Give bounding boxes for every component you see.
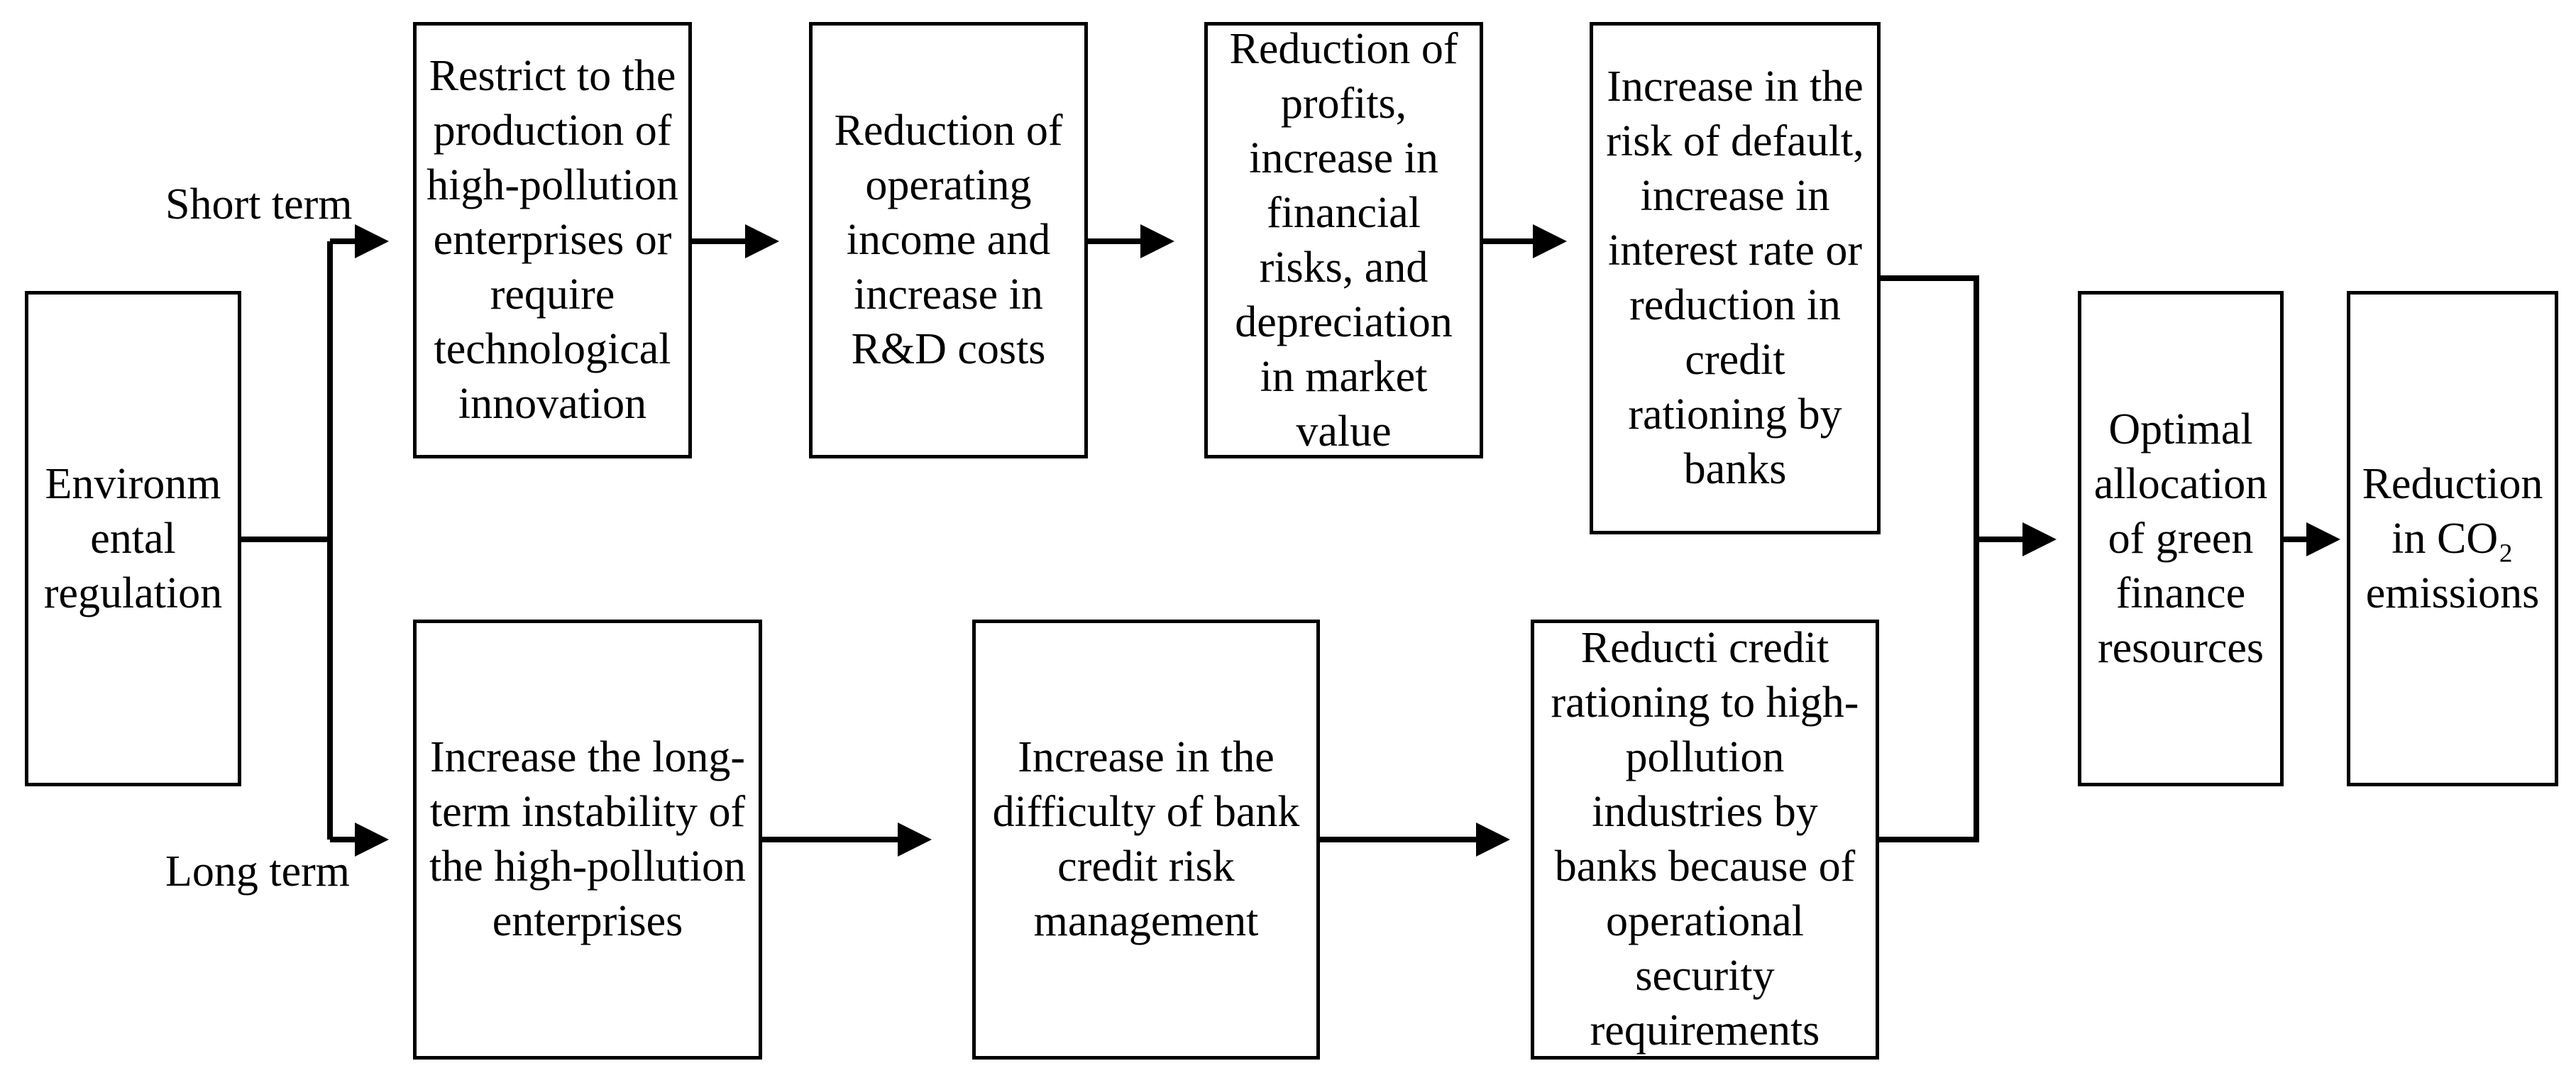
box-restrict-production-text: Restrict to the production of high-pollu…	[426, 52, 678, 428]
box-environmental-regulation: Environm ental regulation	[25, 291, 241, 786]
box-credit-risk-management-text: Increase in the difficulty of bank credi…	[992, 733, 1300, 945]
box-credit-risk-management: Increase in the difficulty of bank credi…	[972, 620, 1320, 1060]
merge-top-line	[1881, 275, 1979, 539]
box-reduce-profits-text: Reduction of profits, increase in financ…	[1229, 24, 1458, 456]
box-optimal-allocation: Optimal allocation of green finance reso…	[2078, 291, 2284, 786]
box-default-risk: Increase in the risk of default, increas…	[1590, 22, 1881, 534]
box-reduce-credit-rationing-text: Reducti credit rationing to high- pollut…	[1551, 624, 1859, 1055]
box-optimal-allocation-text: Optimal allocation of green finance reso…	[2093, 405, 2268, 672]
box-long-term-instability-text: Increase the long- term instability of t…	[429, 733, 747, 945]
box-default-risk-text: Increase in the risk of default, increas…	[1606, 62, 1864, 493]
box-co2-reduction: Reduction in CO₂ emissions	[2347, 291, 2558, 786]
short-term-label: Short term	[165, 180, 353, 229]
box-co2-reduction-text: Reduction in CO₂ emissions	[2362, 459, 2543, 617]
box-long-term-instability: Increase the long- term instability of t…	[413, 620, 762, 1060]
box-reduce-operating-income-text: Reduction of operating income and increa…	[834, 106, 1063, 373]
box-reduce-profits: Reduction of profits, increase in financ…	[1204, 22, 1483, 458]
box-environmental-regulation-text: Environm ental regulation	[43, 459, 223, 617]
box-reduce-operating-income: Reduction of operating income and increa…	[809, 22, 1088, 458]
box-restrict-production: Restrict to the production of high-pollu…	[413, 22, 692, 458]
long-term-label: Long term	[165, 847, 350, 896]
merge-bottom-line	[1879, 539, 1979, 842]
box-reduce-credit-rationing: Reducti credit rationing to high- pollut…	[1531, 620, 1879, 1060]
